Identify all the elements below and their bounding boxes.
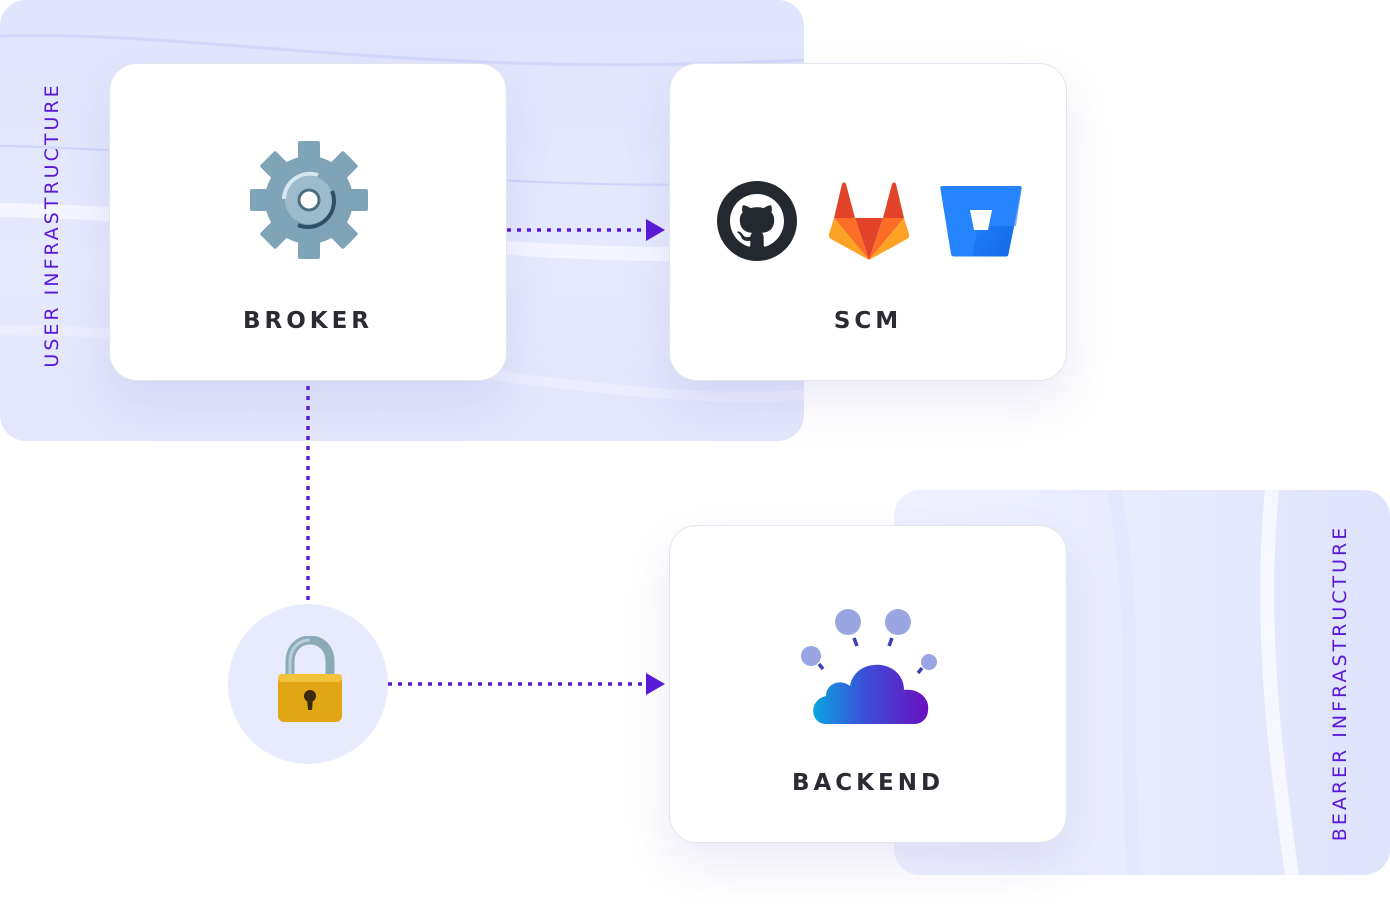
bearer-infrastructure-label: BEARER INFRASTRUCTURE (1329, 524, 1351, 842)
cloud-icon (801, 609, 937, 724)
padlock-icon (278, 636, 342, 722)
gear-icon (250, 141, 368, 259)
lock-to-backend-arrowhead (646, 673, 665, 695)
backend-card[interactable]: BACKEND (669, 525, 1067, 843)
lock-node[interactable] (228, 604, 388, 764)
user-infrastructure-label: USER INFRASTRUCTURE (41, 82, 63, 368)
bitbucket-icon (940, 186, 1022, 257)
backend-label: BACKEND (791, 770, 945, 796)
scm-card[interactable]: SCM (669, 63, 1067, 381)
gitlab-icon (828, 182, 910, 260)
broker-label: BROKER (242, 308, 374, 334)
scm-label: SCM (833, 308, 903, 334)
broker-card[interactable]: BROKER (109, 63, 507, 381)
github-icon (717, 181, 797, 261)
bearer-zone-waves (1107, 490, 1299, 875)
